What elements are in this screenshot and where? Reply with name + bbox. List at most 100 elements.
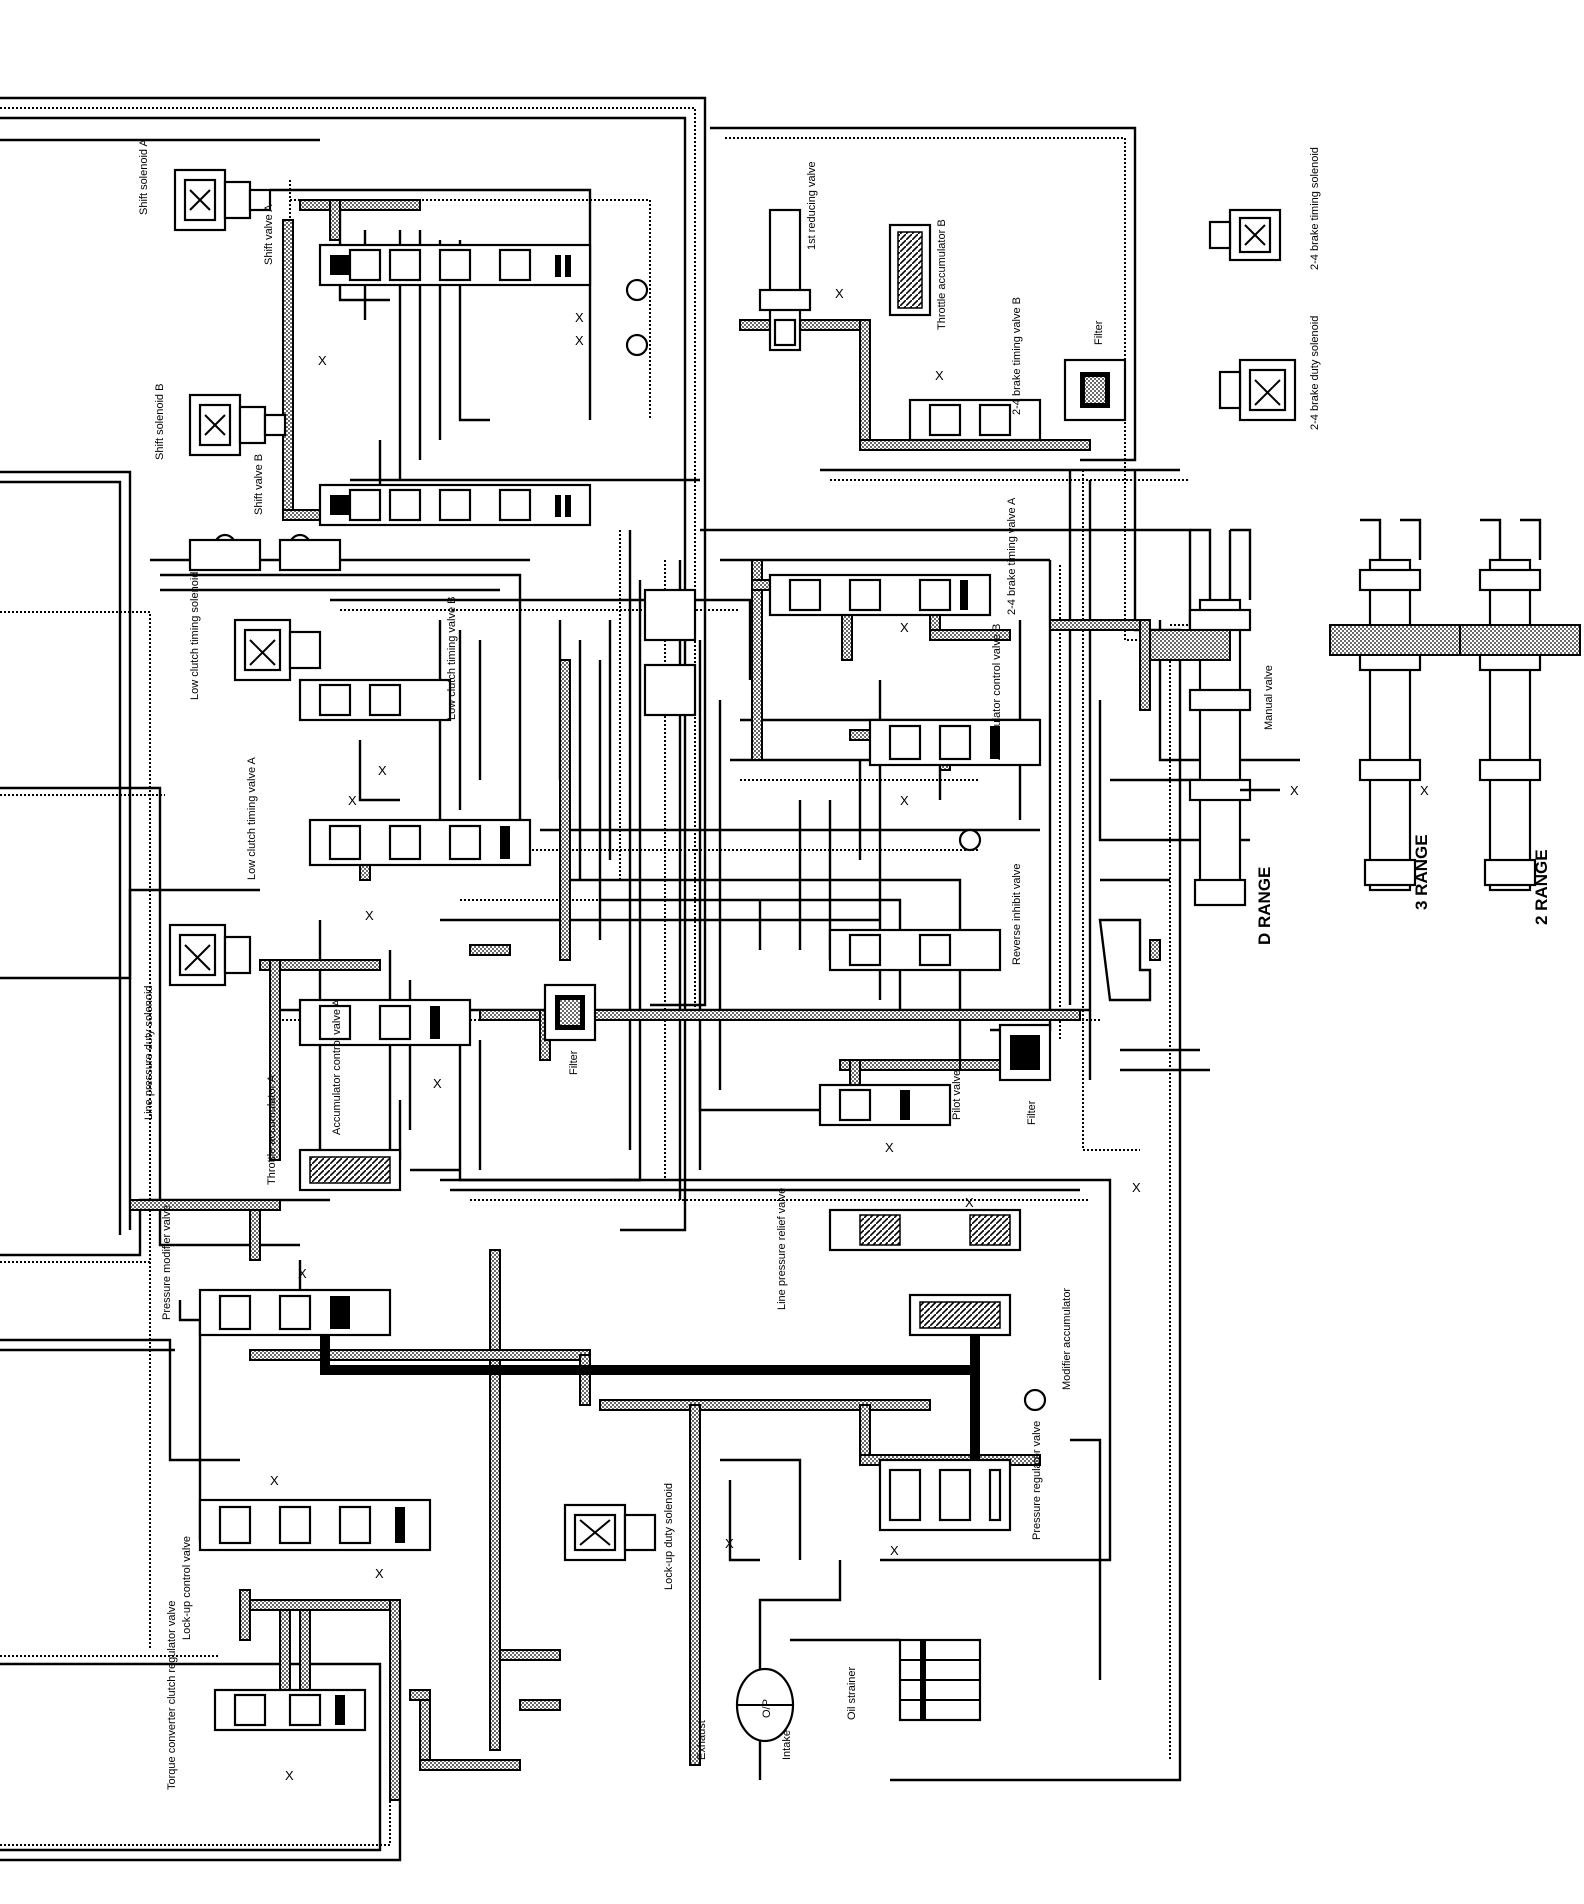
throttle-accumulator-a [298, 1148, 402, 1192]
reverse-inhibit-valve [828, 928, 1002, 972]
low-clutch-timing-valve-a [308, 818, 532, 867]
label-shift-solenoid-b: Shift solenoid B [154, 384, 166, 460]
shift-solenoid-b [188, 393, 287, 457]
pilot-valve [818, 1083, 952, 1127]
check-valves [188, 533, 1047, 1412]
lockup-control-valve [198, 1498, 432, 1552]
exhaust-x: X [900, 793, 909, 808]
inner-pipes [150, 188, 1100, 1542]
label-brake-24-timing-valve-a: 2-4 brake timing valve A [1006, 497, 1018, 615]
label-d-range: D RANGE [1255, 867, 1274, 945]
outer-pipes [0, 96, 707, 1862]
label-accumulator-control-valve-b: Accumulator control valve B [991, 624, 1003, 760]
exhaust-x: X [298, 1266, 307, 1281]
exhaust-x: X [378, 763, 387, 778]
exhaust-x: X [365, 908, 374, 923]
exhaust-x: X [270, 1473, 279, 1488]
label-oil-pump: O/P [761, 1699, 773, 1718]
exhaust-x: X [835, 286, 844, 301]
component-labels: Shift solenoid A Shift valve A Shift sol… [138, 139, 1551, 1790]
label-shift-valve-a: Shift valve A [263, 204, 275, 265]
range-d-valve-frame [1149, 528, 1252, 661]
exhaust-x: X [433, 1076, 442, 1091]
exhaust-x: X [725, 1536, 734, 1551]
label-lockup-duty-solenoid: Lock-up duty solenoid [663, 1483, 675, 1590]
exhaust-x: X [890, 1543, 899, 1558]
label-line-pressure-relief-valve: Line pressure relief valve [776, 1188, 788, 1310]
filter-middle [543, 983, 597, 1042]
range-2-valve [1459, 518, 1581, 892]
label-throttle-accumulator-a: Throttle accumulator A [266, 1074, 278, 1185]
exhaust-x: X [318, 353, 327, 368]
label-shift-solenoid-a: Shift solenoid A [138, 139, 150, 215]
heavy-line [320, 1305, 980, 1530]
exhaust-x: X [1420, 783, 1429, 798]
label-filter-top: Filter [1093, 320, 1105, 345]
exhaust-x: X [1290, 783, 1299, 798]
line-pressure-relief-valve [828, 1208, 1022, 1252]
exhaust-x: X [348, 793, 357, 808]
exhaust-x: X [575, 310, 584, 325]
exhaust-x: X [575, 333, 584, 348]
label-throttle-accumulator-b: Throttle accumulator B [936, 219, 948, 330]
low-clutch-timing-solenoid [233, 618, 322, 682]
brake-24-timing-solenoid [1208, 208, 1282, 262]
exhaust-x: X [285, 1768, 294, 1783]
exhaust-x: X [935, 368, 944, 383]
exhaust-x: X [885, 1140, 894, 1155]
shift-valve-b [318, 483, 592, 527]
accumulator-control-valve-a [298, 998, 472, 1047]
low-clutch-timing-valve-b [298, 678, 452, 722]
label-reverse-inhibit-valve: Reverse inhibit valve [1011, 864, 1023, 966]
torque-converter-clutch-regulator-valve [213, 1688, 367, 1732]
label-first-reducing-valve: 1st reducing valve [806, 161, 818, 250]
label-pressure-regulator-valve: Pressure regulator valve [1031, 1421, 1043, 1540]
label-intake: Intake [781, 1730, 793, 1760]
label-2-range: 2 RANGE [1532, 849, 1551, 925]
brake-24-duty-solenoid [1218, 358, 1297, 422]
lockup-duty-solenoid [563, 1503, 657, 1562]
shift-valve-a [318, 243, 649, 357]
accumulator-control-valve-b [868, 718, 1042, 767]
manual-valve [1188, 530, 1280, 907]
label-exhaust: Exhaust [696, 1720, 708, 1760]
label-brake-24-timing-valve-b: 2-4 brake timing valve B [1011, 297, 1023, 415]
exhaust-marks: X X X X X X X X X X X X X X X X X X X X … [270, 286, 1429, 1783]
oil-strainer [898, 1638, 982, 1722]
line-pressure-duty-solenoid [168, 923, 252, 987]
label-brake-24-timing-solenoid: 2-4 brake timing solenoid [1309, 147, 1321, 270]
label-lockup-control-valve: Lock-up control valve [181, 1536, 193, 1640]
first-reducing-valve [758, 208, 812, 352]
label-torque-converter-clutch-regulator-valve: Torque converter clutch regulator valve [166, 1600, 178, 1790]
filter-right [998, 1023, 1052, 1082]
label-3-range: 3 RANGE [1412, 834, 1431, 910]
exhaust-x: X [375, 1566, 384, 1581]
pump-lines [720, 1458, 900, 1780]
label-low-clutch-timing-valve-a: Low clutch timing valve A [246, 756, 258, 880]
label-low-clutch-timing-solenoid: Low clutch timing solenoid [189, 572, 201, 700]
label-low-clutch-timing-valve-b: Low clutch timing valve B [446, 597, 458, 721]
throttle-accumulator-b [888, 223, 932, 317]
oil-pump [735, 1667, 795, 1743]
label-manual-valve: Manual valve [1263, 665, 1275, 730]
hatched-lines [129, 180, 1221, 1801]
exhaust-x: X [900, 620, 909, 635]
label-shift-valve-b: Shift valve B [253, 454, 265, 515]
label-accumulator-control-valve-a: Accumulator control valve A [331, 999, 343, 1135]
modifier-accumulator [908, 1293, 1012, 1337]
label-line-pressure-duty-solenoid: Line pressure duty solenoid [143, 985, 155, 1120]
label-pilot-valve: Pilot valve [951, 1070, 963, 1120]
label-oil-strainer: Oil strainer [846, 1666, 858, 1720]
label-pressure-modifier-valve: Pressure modifier valve [161, 1205, 173, 1320]
label-filter-right: Filter [1026, 1100, 1038, 1125]
pressure-regulator-valve [878, 1458, 1012, 1532]
label-filter-middle: Filter [568, 1050, 580, 1075]
filter-top [1063, 358, 1127, 422]
brake-24-timing-valve-b [908, 398, 1042, 442]
range-3-valve [1329, 518, 1481, 892]
shift-solenoid-a [173, 168, 272, 232]
brake-24-timing-valve-a [768, 573, 992, 617]
label-brake-24-duty-solenoid: 2-4 brake duty solenoid [1309, 316, 1321, 430]
pressure-modifier-valve [198, 1288, 392, 1337]
